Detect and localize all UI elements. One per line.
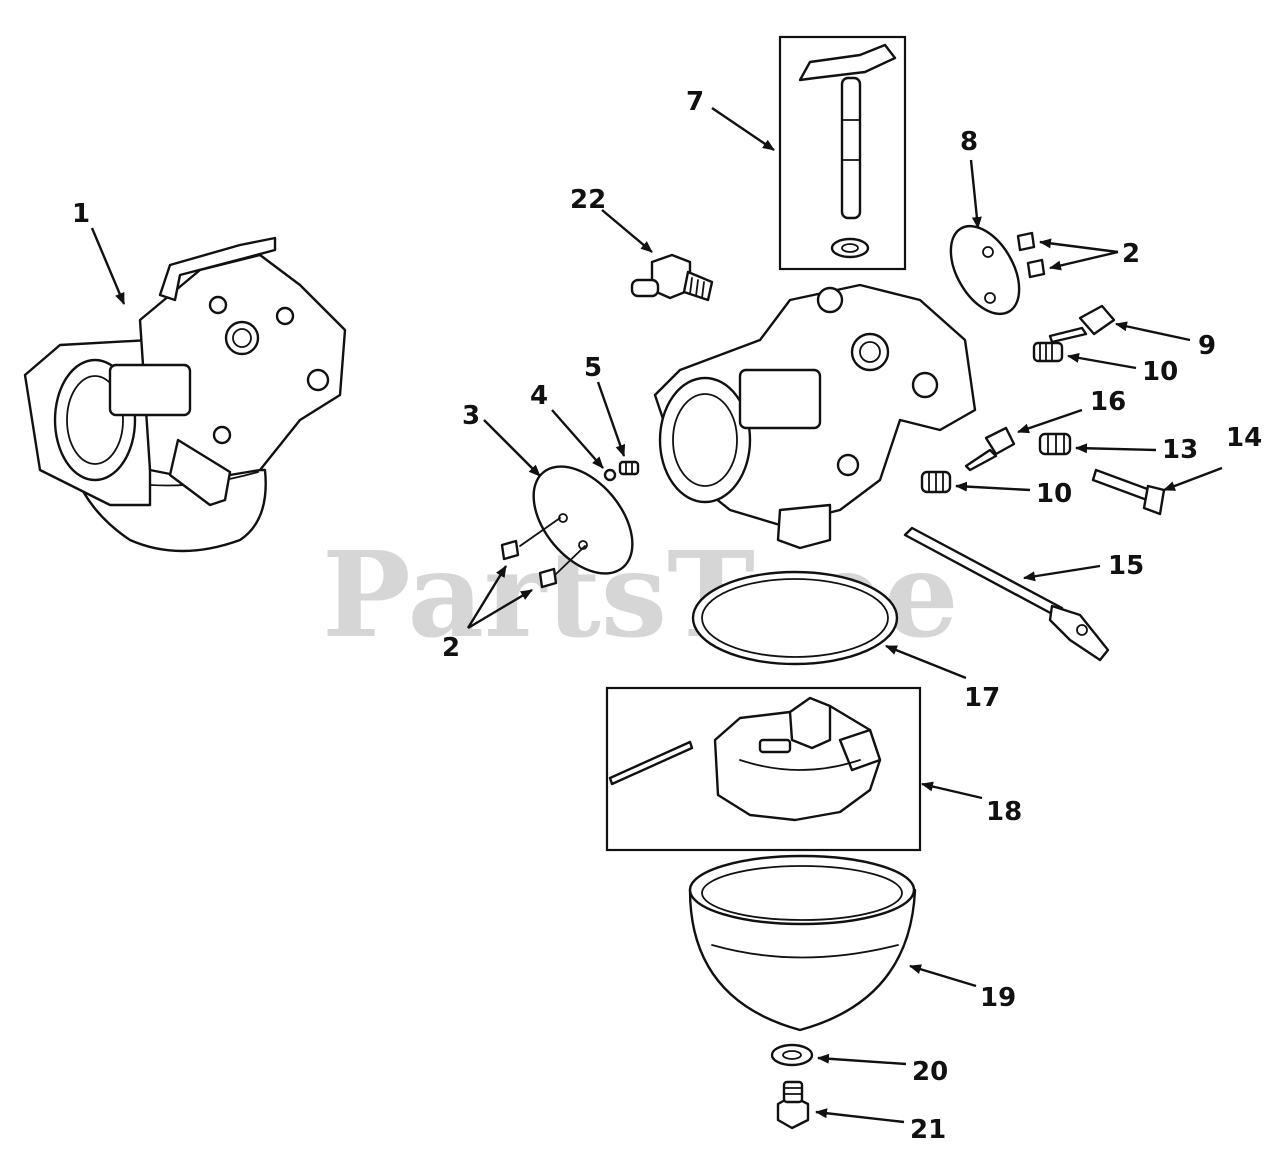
part-20-washer[interactable] <box>770 1043 814 1067</box>
part-1-carburetor-assembly[interactable] <box>23 236 347 553</box>
callout-13: 13 <box>1162 435 1198 465</box>
part-3-plate[interactable] <box>514 448 652 592</box>
callout-5: 5 <box>584 353 602 383</box>
callout-2-upper: 2 <box>1122 239 1140 269</box>
part-4-ball[interactable] <box>603 468 617 482</box>
callout-4: 4 <box>530 381 548 411</box>
part-10-spring-lower[interactable] <box>920 470 952 494</box>
part-21-drain-plug[interactable] <box>776 1080 810 1130</box>
part-2-screws-lower[interactable] <box>500 539 558 589</box>
callout-9: 9 <box>1198 331 1216 361</box>
callout-10-lower: 10 <box>1036 479 1072 509</box>
part-10-spring-upper[interactable] <box>1032 341 1064 363</box>
part-16-adjusting-needle[interactable] <box>964 426 1016 472</box>
main-carburetor-body[interactable] <box>653 283 977 550</box>
part-5-spring-small[interactable] <box>618 460 640 476</box>
callout-7: 7 <box>686 87 704 117</box>
part-18-float-box[interactable] <box>605 686 922 852</box>
callout-2-lower: 2 <box>442 633 460 663</box>
callout-14: 14 <box>1226 423 1262 453</box>
part-2-screws-upper[interactable] <box>1016 231 1046 279</box>
callout-1: 1 <box>72 199 90 229</box>
callout-19: 19 <box>980 983 1016 1013</box>
part-17-bowl-gasket[interactable] <box>691 570 899 666</box>
part-14-screw[interactable] <box>1091 468 1166 516</box>
part-19-fuel-bowl[interactable] <box>688 854 917 1032</box>
callout-10-upper: 10 <box>1142 357 1178 387</box>
callout-8: 8 <box>960 127 978 157</box>
part-7-choke-shaft-box[interactable] <box>778 35 907 271</box>
callout-22: 22 <box>570 185 606 215</box>
callout-15: 15 <box>1108 551 1144 581</box>
part-22-fuel-inlet-fitting[interactable] <box>630 253 714 302</box>
part-9-adjusting-needle[interactable] <box>1048 304 1116 344</box>
part-13-spring[interactable] <box>1038 432 1072 456</box>
callout-17: 17 <box>964 683 1000 713</box>
callout-3: 3 <box>462 401 480 431</box>
callout-18: 18 <box>986 797 1022 827</box>
callout-21: 21 <box>910 1115 946 1145</box>
callout-20: 20 <box>912 1057 948 1087</box>
part-15-throttle-shaft[interactable] <box>903 526 1110 662</box>
callout-16: 16 <box>1090 387 1126 417</box>
part-8-gasket-plate[interactable] <box>937 214 1033 325</box>
